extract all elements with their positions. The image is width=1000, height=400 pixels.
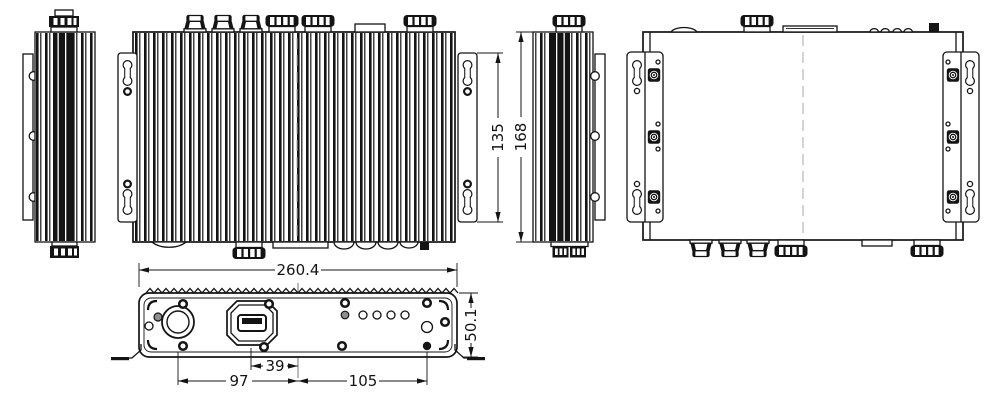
dim-label-105: 105 — [349, 372, 378, 390]
bottom-ribbed-connectors — [550, 241, 589, 258]
panel-body — [138, 292, 458, 358]
dim-label-135: 135 — [489, 123, 507, 152]
dimension-panel-height: 50.1 — [459, 292, 480, 358]
dim-label-39: 39 — [265, 357, 284, 375]
dim-label-168: 168 — [512, 123, 530, 152]
bottom-connectors — [150, 241, 429, 260]
rear-view — [626, 14, 980, 258]
panel-dot — [422, 341, 432, 351]
top-ribbed-connector — [551, 14, 587, 33]
left-mount-bracket — [626, 51, 664, 223]
dim-label-50-1: 50.1 — [462, 308, 480, 341]
finned-body — [34, 31, 96, 243]
finned-body — [132, 31, 456, 243]
right-mount-bracket — [942, 51, 980, 223]
panel-hole — [144, 321, 154, 331]
right-side-view — [532, 14, 606, 258]
panel-screw-gray-2 — [340, 310, 350, 320]
bottom-ribbed-connector — [50, 241, 79, 258]
top-antenna-connector — [49, 9, 79, 33]
dimension-bracket-height: 135 — [477, 52, 507, 223]
dimension-left-span: 97 — [177, 352, 298, 390]
right-mount-foot — [454, 344, 485, 361]
front-view — [117, 14, 478, 260]
usb-connector — [226, 300, 278, 346]
finned-body — [532, 31, 594, 243]
right-mount-bracket — [457, 52, 478, 223]
left-mount-foot — [111, 344, 142, 361]
dimension-chassis-height: 168 — [512, 31, 533, 243]
panel-screw-gray — [153, 312, 163, 322]
bottom-connectors — [689, 239, 945, 258]
dimension-usb-offset: 39 — [250, 348, 298, 375]
led-indicators — [358, 310, 410, 320]
left-mount-bracket — [117, 52, 138, 223]
fin-serration-edge — [145, 287, 459, 294]
body — [642, 31, 964, 241]
power-button — [420, 320, 434, 334]
top-connectors — [669, 14, 939, 33]
dim-label-260-4: 260.4 — [277, 261, 320, 279]
round-io-connector — [161, 305, 195, 339]
top-connectors — [183, 14, 438, 33]
dim-label-97: 97 — [229, 372, 248, 390]
mount-flange-strip — [590, 53, 606, 221]
left-side-view — [22, 9, 96, 258]
dimension-right-span: 105 — [298, 352, 428, 390]
front-panel-view: 260.4 50.1 39 97 105 — [111, 261, 485, 390]
dimension-overall-width: 260.4 — [138, 261, 458, 287]
